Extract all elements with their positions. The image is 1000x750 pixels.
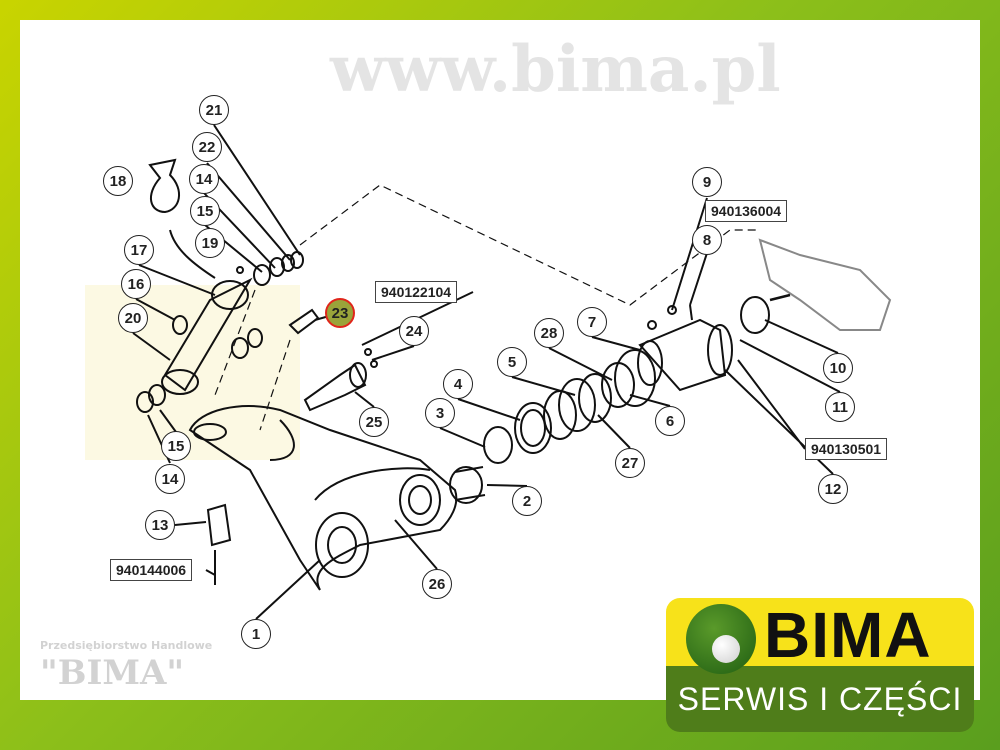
callout-15-lower[interactable]: 15 [161, 431, 191, 461]
callout-2[interactable]: 2 [512, 486, 542, 516]
logo-bottom-band [666, 666, 974, 732]
logo-tagline: SERWIS I CZĘŚCI [677, 681, 963, 717]
callout-28[interactable]: 28 [534, 318, 564, 348]
callout-14[interactable]: 14 [189, 164, 219, 194]
watermark-company-name: "BIMA" [40, 653, 185, 693]
callout-4[interactable]: 4 [443, 369, 473, 399]
callout-11[interactable]: 11 [825, 392, 855, 422]
part-number-940144006[interactable]: 940144006 [110, 559, 193, 581]
part-number-940122104[interactable]: 940122104 [375, 281, 458, 303]
callout-26[interactable]: 26 [422, 569, 452, 599]
callout-7[interactable]: 7 [577, 307, 607, 337]
watermark-company-line: Przedsiębiorstwo Handlowe [40, 639, 213, 652]
callout-19[interactable]: 19 [195, 228, 225, 258]
callout-25[interactable]: 25 [359, 407, 389, 437]
callout-24[interactable]: 24 [399, 316, 429, 346]
part-number-940130501[interactable]: 940130501 [805, 438, 888, 460]
callout-13[interactable]: 13 [145, 510, 175, 540]
callout-3[interactable]: 3 [425, 398, 455, 428]
callout-21[interactable]: 21 [199, 95, 229, 125]
logo-name: BIMA [764, 599, 932, 671]
callout-14-lower[interactable]: 14 [155, 464, 185, 494]
callout-5[interactable]: 5 [497, 347, 527, 377]
callout-16[interactable]: 16 [121, 269, 151, 299]
bima-logo: BIMA SERWIS I CZĘŚCI [666, 598, 974, 734]
callout-1[interactable]: 1 [241, 619, 271, 649]
part-number-940136004[interactable]: 940136004 [705, 200, 788, 222]
callout-17[interactable]: 17 [124, 235, 154, 265]
logo-ball-highlight-icon [712, 635, 740, 663]
callout-20[interactable]: 20 [118, 303, 148, 333]
callout-27[interactable]: 27 [615, 448, 645, 478]
callout-23-highlighted[interactable]: 23 [325, 298, 355, 328]
callout-9[interactable]: 9 [692, 167, 722, 197]
callout-6[interactable]: 6 [655, 406, 685, 436]
callout-18[interactable]: 18 [103, 166, 133, 196]
callout-12[interactable]: 12 [818, 474, 848, 504]
callout-10[interactable]: 10 [823, 353, 853, 383]
callout-15[interactable]: 15 [190, 196, 220, 226]
callout-22[interactable]: 22 [192, 132, 222, 162]
watermark-url: www.bima.pl [330, 32, 781, 107]
callout-8[interactable]: 8 [692, 225, 722, 255]
